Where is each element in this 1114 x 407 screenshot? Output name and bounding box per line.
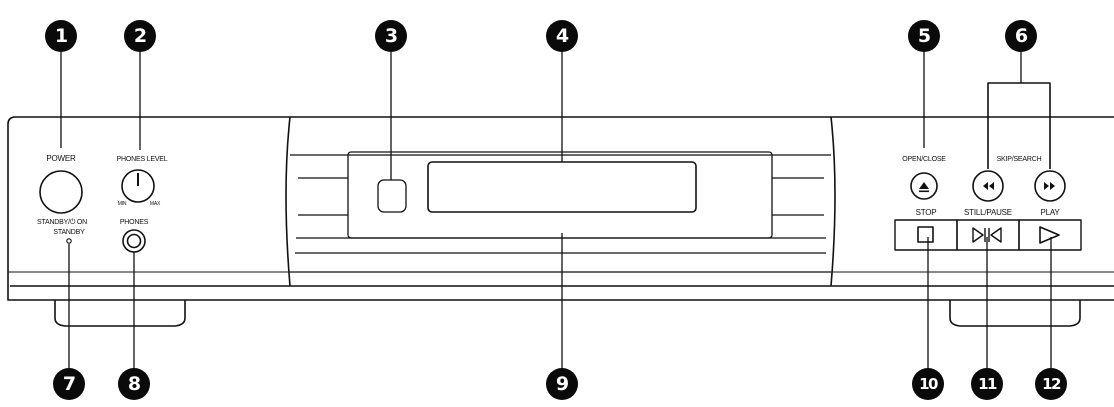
open-close-label: OPEN/CLOSE bbox=[902, 156, 946, 163]
tray-panel bbox=[285, 116, 836, 287]
open-close-button bbox=[910, 172, 938, 200]
callout-4: 4 bbox=[546, 20, 578, 52]
callout-7: 7 bbox=[53, 368, 85, 400]
right-foot bbox=[949, 300, 1081, 327]
stop-icon bbox=[917, 226, 934, 243]
standby-label: STANDBY bbox=[53, 229, 85, 236]
phones-max-label: MAX bbox=[149, 201, 161, 207]
callout-3: 3 bbox=[375, 20, 407, 52]
phones-min-label: MIN bbox=[117, 201, 127, 207]
power-label: POWER bbox=[46, 154, 76, 163]
standby-indicator bbox=[66, 238, 72, 244]
left-foot bbox=[54, 300, 186, 327]
callout-6: 6 bbox=[1005, 20, 1037, 52]
phones-jack bbox=[122, 229, 146, 253]
skip-forward-icon bbox=[1044, 182, 1055, 190]
callout-8: 8 bbox=[118, 368, 150, 400]
phones-level-label: PHONES LEVEL bbox=[116, 156, 168, 163]
skip-back-icon bbox=[983, 182, 994, 190]
standby-on-label: STANDBY/⏻ ON bbox=[36, 219, 88, 226]
callout-6-bracket bbox=[987, 82, 1051, 169]
callout-9: 9 bbox=[546, 368, 578, 400]
callout-10: 10 bbox=[912, 368, 944, 400]
skip-back-button bbox=[972, 170, 1004, 202]
phones-label: PHONES bbox=[119, 219, 149, 226]
stop-label: STOP bbox=[915, 208, 937, 217]
still-pause-button bbox=[956, 219, 1020, 251]
callout-1: 1 bbox=[45, 20, 77, 52]
eject-icon bbox=[919, 182, 929, 189]
display-window bbox=[427, 161, 697, 213]
power-button bbox=[39, 170, 83, 214]
callout-5: 5 bbox=[908, 20, 940, 52]
remote-sensor bbox=[377, 179, 407, 213]
skip-forward-button bbox=[1034, 170, 1066, 202]
phones-level-knob bbox=[121, 169, 155, 203]
stop-button bbox=[894, 219, 958, 251]
display-frame bbox=[347, 151, 773, 239]
still-pause-label: STILL/PAUSE bbox=[964, 208, 1012, 217]
play-icon bbox=[1039, 226, 1060, 244]
still-pause-icon bbox=[972, 227, 1002, 243]
skip-search-label: SKIP/SEARCH bbox=[996, 156, 1042, 163]
play-button bbox=[1018, 219, 1082, 251]
play-label: PLAY bbox=[1040, 208, 1060, 217]
callout-2: 2 bbox=[124, 20, 156, 52]
callout-12: 12 bbox=[1035, 368, 1067, 400]
callout-11: 11 bbox=[971, 368, 1003, 400]
